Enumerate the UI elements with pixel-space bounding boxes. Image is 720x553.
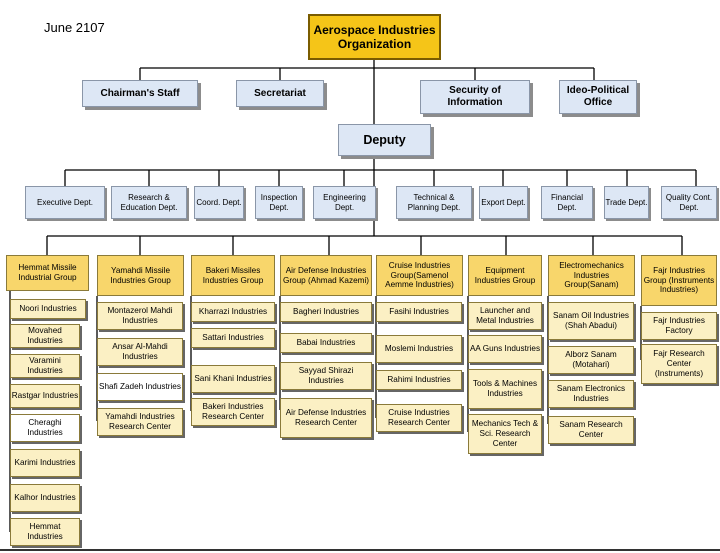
industry-rahimi: Rahimi Industries <box>376 370 462 390</box>
dept-financial: Financial Dept. <box>541 186 593 219</box>
bottom-rule <box>0 549 720 551</box>
industry-karimi: Karimi Industries <box>10 449 80 477</box>
industry-babai: Babai Industries <box>280 333 372 353</box>
dept-technical-planning: Technical & Planning Dept. <box>396 186 472 219</box>
industry-launcher-metal: Launcher and Metal Industries <box>468 302 542 330</box>
industry-cruise-research-center: Cruise Industries Research Center <box>376 404 462 432</box>
industry-sattari: Sattari Industries <box>191 328 275 348</box>
industry-bakeri-research-center: Bakeri Industries Research Center <box>191 398 275 426</box>
group-fajr: Fajr Industries Group (Instruments Indus… <box>641 255 717 306</box>
industry-kalhor: Kalhor Industries <box>10 484 80 512</box>
industry-fasihi: Fasihi Industries <box>376 302 462 322</box>
ideo-political-office-box: Ideo-Political Office <box>559 80 637 114</box>
dept-quality-control: Quality Cont. Dept. <box>661 186 717 219</box>
industry-mechanics-research-center: Mechanics Tech & Sci. Research Center <box>468 414 542 454</box>
group-electromechanics: Electromechanics Industries Group(Sanam) <box>548 255 635 296</box>
dept-coord: Coord. Dept. <box>194 186 244 219</box>
industry-movahed: Movahed Industries <box>10 324 80 348</box>
group-cruise: Cruise Industries Group(Samenol Aemme In… <box>376 255 463 296</box>
industry-shafi-zadeh: Shafi Zadeh Industries <box>97 373 183 401</box>
aerospace-industries-organization-box: Aerospace Industries Organization <box>308 14 441 60</box>
chairmans-staff-box: Chairman's Staff <box>82 80 198 107</box>
industry-bagheri: Bagheri Industries <box>280 302 372 322</box>
industry-noori: Noori Industries <box>10 299 86 319</box>
security-of-information-box: Security of Information <box>420 80 530 114</box>
industry-fajr-research-center: Fajr Research Center (Instruments) <box>641 344 717 384</box>
secretariat-box: Secretariat <box>236 80 324 107</box>
industry-sanam-research-center: Sanam Research Center <box>548 416 634 444</box>
industry-alborz-sanam: Alborz Sanam (Motahari) <box>548 346 634 374</box>
dept-engineering: Engineering Dept. <box>313 186 376 219</box>
date-label: June 2107 <box>44 20 105 35</box>
industry-sanam-electronics: Sanam Electronics Industries <box>548 380 634 408</box>
dept-research-education: Research & Education Dept. <box>111 186 187 219</box>
industry-moslemi: Moslemi Industries <box>376 335 462 363</box>
deputy-box: Deputy <box>338 124 431 156</box>
group-hemmat: Hemmat Missile Industrial Group <box>6 255 89 291</box>
industry-montazerol-mahdi: Montazerol Mahdi Industries <box>97 302 183 330</box>
dept-export: Export Dept. <box>479 186 528 219</box>
industry-yamahdi-research-center: Yamahdi Industries Research Center <box>97 408 183 436</box>
industry-rastgar: Rastgar Industries <box>10 384 80 408</box>
dept-executive: Executive Dept. <box>25 186 105 219</box>
industry-air-defense-research-center: Air Defense Industries Research Center <box>280 398 372 438</box>
industry-cheraghi: Cheraghi Industries <box>10 414 80 442</box>
industry-varamini: Varamini Industries <box>10 354 80 378</box>
dept-trade: Trade Dept. <box>604 186 649 219</box>
industry-kharrazi: Kharrazi Industries <box>191 302 275 322</box>
industry-aa-guns: AA Guns Industries <box>468 335 542 363</box>
group-air-defense: Air Defense Industries Group (Ahmad Kaze… <box>280 255 372 296</box>
industry-sani-khani: Sani Khani Industries <box>191 365 275 393</box>
industry-ansar-al-mahdi: Ansar Al-Mahdi Industries <box>97 338 183 366</box>
industry-sanam-oil: Sanam Oil Industries (Shah Abadui) <box>548 302 634 340</box>
industry-hemmat: Hemmat Industries <box>10 518 80 546</box>
dept-inspection: Inspection Dept. <box>255 186 303 219</box>
industry-tools-machines: Tools & Machines Industries <box>468 369 542 409</box>
group-yamahdi: Yamahdi Missile Industries Group <box>97 255 184 296</box>
group-bakeri: Bakeri Missiles Industries Group <box>191 255 275 296</box>
industry-fajr-factory: Fajr Industries Factory <box>641 312 717 340</box>
industry-sayyad-shirazi: Sayyad Shirazi Industries <box>280 362 372 390</box>
group-equipment: Equipment Industries Group <box>468 255 542 296</box>
